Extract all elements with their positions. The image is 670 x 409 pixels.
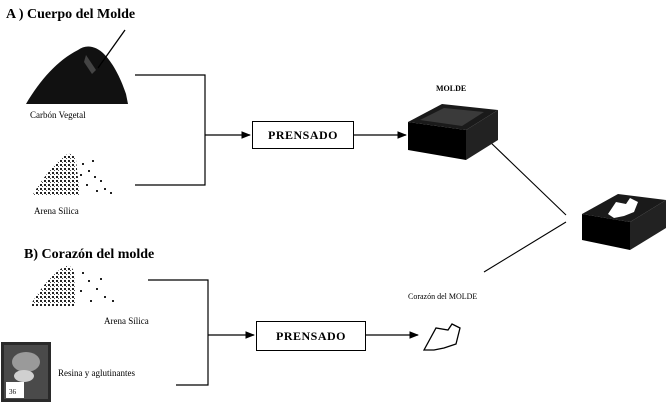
carbon-pile-icon (26, 30, 128, 104)
carbon-label: Carbón Vegetal (30, 110, 86, 120)
mold-label: MOLDE (436, 84, 466, 93)
mold-block-icon (408, 104, 498, 160)
resin-label: Resina y aglutinantes (58, 368, 135, 378)
sand-pile-b-icon (30, 266, 114, 306)
pressing-a-box: PRENSADO (252, 121, 354, 149)
section-b-title: B) Corazón del molde (24, 247, 154, 263)
section-a-title: A ) Cuerpo del Molde (6, 7, 135, 23)
mold-core-label: Corazón del MOLDE (408, 292, 477, 301)
assembly-connectors (484, 140, 566, 272)
sand-b-label: Arena Sílica (104, 316, 149, 326)
sand-pile-icon (32, 154, 112, 196)
assembled-mold-icon (582, 194, 666, 250)
sand-a-label: Arena Sílica (34, 206, 79, 216)
pressing-b-box: PRENSADO (256, 321, 366, 351)
photo-caption: 36 (9, 388, 16, 396)
mold-core-icon (424, 324, 460, 350)
